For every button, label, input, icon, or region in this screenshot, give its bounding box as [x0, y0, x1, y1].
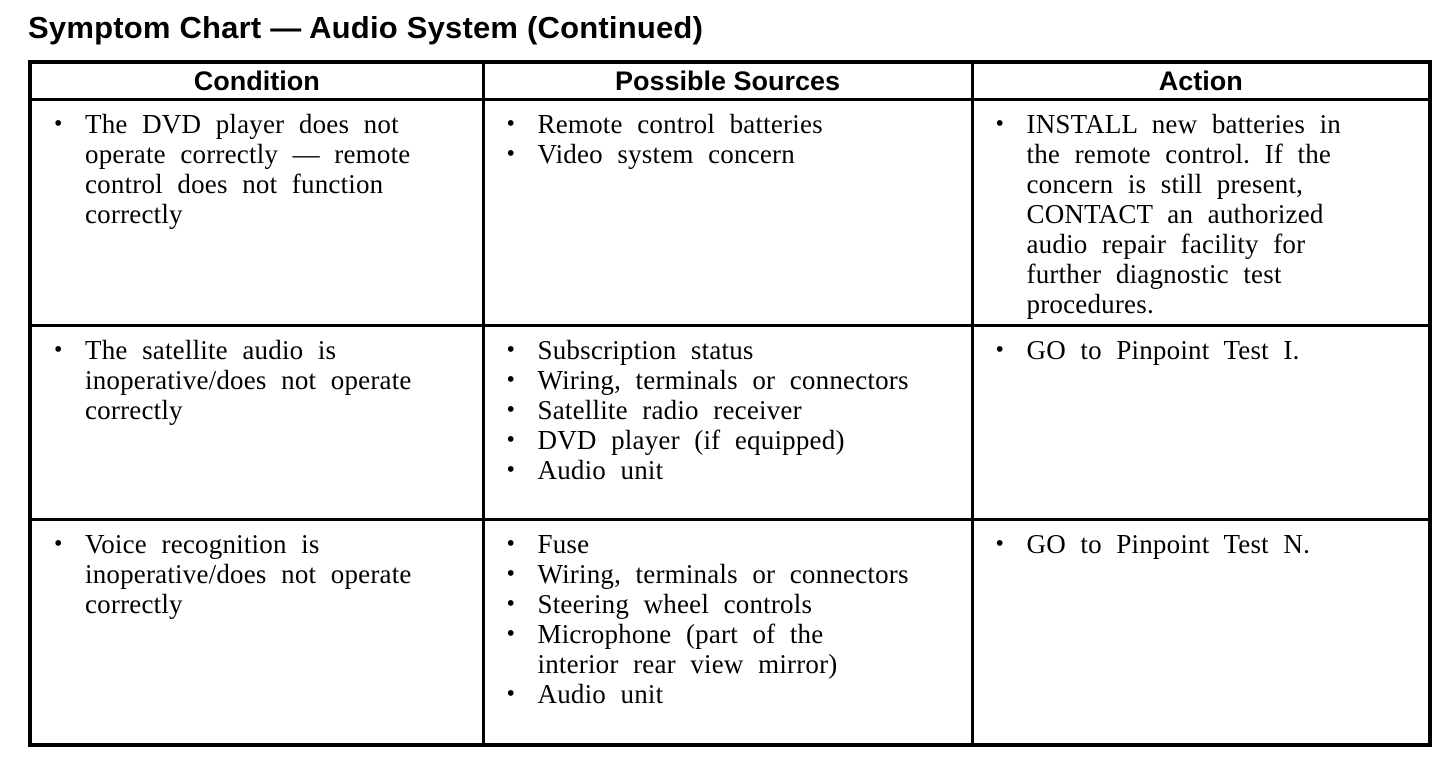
- bullet-item: • GO to Pinpoint Test I.: [974, 335, 1429, 365]
- bullet-item-text: Subscription status: [537, 335, 754, 365]
- bullet-item-text: Video system concern: [537, 139, 795, 169]
- condition-bullet-list: • Voice recognition is inoperative/does n…: [32, 529, 482, 619]
- bullet-item: • Voice recognition is inoperative/does n…: [32, 529, 482, 619]
- bullet-item: • Steering wheel controls: [485, 589, 971, 619]
- symptom-chart-table: Condition Possible Sources Action • The D…: [28, 60, 1432, 747]
- bullet-icon: •: [506, 681, 515, 707]
- bullet-icon: •: [995, 111, 1004, 137]
- bullet-icon: •: [506, 111, 515, 137]
- bullet-icon: •: [995, 531, 1004, 557]
- bullet-item-text: The DVD player does not operate correctl…: [85, 109, 411, 229]
- bullet-item: • Satellite radio receiver: [485, 395, 971, 425]
- bullet-item: • Subscription status: [485, 335, 971, 365]
- column-header-action: Action: [970, 60, 1432, 101]
- bullet-item-text: Wiring, terminals or connectors: [537, 365, 909, 395]
- table-row: • The satellite audio is inoperative/does…: [28, 324, 1432, 521]
- bullet-item-text: INSTALL new batteries in the remote cont…: [1026, 109, 1341, 319]
- bullet-item: • Audio unit: [485, 679, 971, 709]
- bullet-item-text: Audio unit: [537, 679, 664, 709]
- bullet-icon: •: [506, 457, 515, 483]
- bullet-item-text: Fuse: [537, 529, 590, 559]
- table-row: • The DVD player does not operate correct…: [28, 98, 1432, 327]
- table-row: • Voice recognition is inoperative/does n…: [28, 518, 1432, 746]
- cell-condition: • The satellite audio is inoperative/does…: [28, 324, 485, 521]
- cell-condition: • Voice recognition is inoperative/does n…: [28, 518, 485, 746]
- bullet-item: • Microphone (part of the interior rear v…: [485, 619, 971, 679]
- bullet-item: • INSTALL new batteries in the remote con…: [974, 109, 1429, 319]
- cell-condition: • The DVD player does not operate correct…: [28, 98, 485, 327]
- condition-bullet-list: • The satellite audio is inoperative/does…: [32, 335, 482, 425]
- bullet-icon: •: [54, 531, 63, 557]
- bullet-icon: •: [995, 337, 1004, 363]
- bullet-item-text: Remote control batteries: [537, 109, 823, 139]
- bullet-item: • Fuse: [485, 529, 971, 559]
- table-body: • The DVD player does not operate correct…: [28, 98, 1432, 746]
- bullet-icon: •: [506, 397, 515, 423]
- column-header-condition: Condition: [28, 60, 485, 101]
- bullet-item-text: Voice recognition is inoperative/does no…: [85, 529, 412, 619]
- condition-bullet-list: • The DVD player does not operate correct…: [32, 109, 482, 229]
- cell-sources: • Remote control batteries • Video system c…: [481, 98, 974, 327]
- cell-action: • GO to Pinpoint Test N.: [970, 518, 1432, 746]
- bullet-item-text: Microphone (part of the interior rear vi…: [537, 619, 838, 679]
- cell-sources: • Subscription status • Wiring, terminals o…: [481, 324, 974, 521]
- bullet-item: • Audio unit: [485, 455, 971, 485]
- cell-action: • INSTALL new batteries in the remote con…: [970, 98, 1432, 327]
- bullet-item-text: GO to Pinpoint Test I.: [1026, 335, 1300, 365]
- bullet-item-text: The satellite audio is inoperative/does …: [85, 335, 412, 425]
- bullet-item-text: Satellite radio receiver: [537, 395, 802, 425]
- bullet-icon: •: [506, 621, 515, 647]
- bullet-icon: •: [506, 141, 515, 167]
- bullet-item-text: Audio unit: [537, 455, 664, 485]
- bullet-item: • DVD player (if equipped): [485, 425, 971, 455]
- sources-bullet-list: • Fuse • Wiring, terminals or connectors • St…: [485, 529, 971, 709]
- page-title: Symptom Chart — Audio System (Continued): [28, 10, 704, 45]
- action-bullet-list: • GO to Pinpoint Test N.: [974, 529, 1429, 559]
- bullet-icon: •: [506, 337, 515, 363]
- bullet-icon: •: [506, 531, 515, 557]
- bullet-item-text: DVD player (if equipped): [537, 425, 845, 455]
- action-bullet-list: • INSTALL new batteries in the remote con…: [974, 109, 1429, 319]
- bullet-item: • Video system concern: [485, 139, 971, 169]
- bullet-item: • The DVD player does not operate correct…: [32, 109, 482, 229]
- table-header-row: Condition Possible Sources Action: [28, 60, 1432, 101]
- bullet-icon: •: [506, 591, 515, 617]
- bullet-item: • GO to Pinpoint Test N.: [974, 529, 1429, 559]
- bullet-icon: •: [54, 337, 63, 363]
- bullet-icon: •: [506, 561, 515, 587]
- bullet-item-text: Wiring, terminals or connectors: [537, 559, 909, 589]
- bullet-icon: •: [506, 367, 515, 393]
- cell-action: • GO to Pinpoint Test I.: [970, 324, 1432, 521]
- bullet-item: • Wiring, terminals or connectors: [485, 559, 971, 589]
- cell-sources: • Fuse • Wiring, terminals or connectors • St…: [481, 518, 974, 746]
- bullet-icon: •: [54, 111, 63, 137]
- bullet-item: • Wiring, terminals or connectors: [485, 365, 971, 395]
- sources-bullet-list: • Remote control batteries • Video system c…: [485, 109, 971, 169]
- bullet-item: • The satellite audio is inoperative/does…: [32, 335, 482, 425]
- sources-bullet-list: • Subscription status • Wiring, terminals o…: [485, 335, 971, 485]
- bullet-icon: •: [506, 427, 515, 453]
- column-header-possible-sources: Possible Sources: [481, 60, 974, 101]
- bullet-item: • Remote control batteries: [485, 109, 971, 139]
- bullet-item-text: Steering wheel controls: [537, 589, 813, 619]
- action-bullet-list: • GO to Pinpoint Test I.: [974, 335, 1429, 365]
- bullet-item-text: GO to Pinpoint Test N.: [1026, 529, 1311, 559]
